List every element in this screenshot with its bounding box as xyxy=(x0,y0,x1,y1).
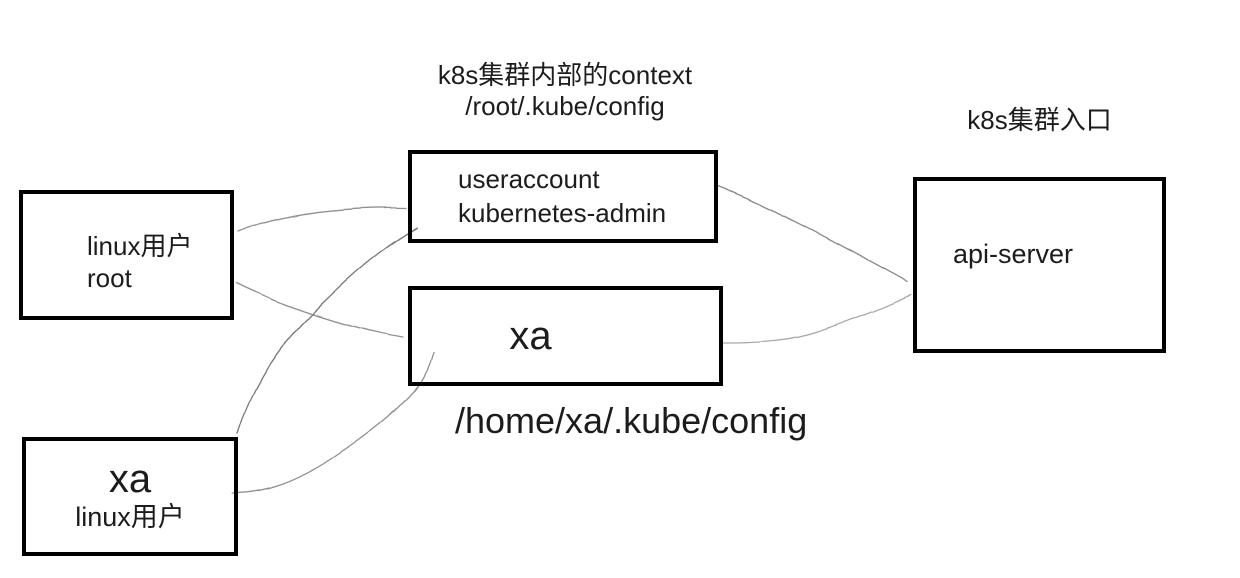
xa-config-path-label: /home/xa/.kube/config xyxy=(455,400,808,441)
entry-title: k8s集群入口 xyxy=(967,105,1112,135)
context-title: k8s集群内部的context /root/.kube/config xyxy=(390,60,740,121)
connector-xauser-useraccount xyxy=(237,227,418,434)
xa-user-label: linux用户 xyxy=(75,502,185,533)
box-linux-root-user: linux用户 root xyxy=(19,190,234,320)
box-xa-linux-user: xa linux用户 xyxy=(22,437,238,556)
connector-useraccount-apiserver xyxy=(715,185,908,283)
context-xa-label: xa xyxy=(509,314,552,358)
api-server-label: api-server xyxy=(953,239,1074,270)
context-title-line2: /root/.kube/config xyxy=(465,90,665,121)
useraccount-label: useraccount xyxy=(458,163,600,194)
linux-root-name: root xyxy=(87,263,132,293)
xa-user-name: xa xyxy=(108,457,152,502)
box-useraccount: useraccount kubernetes-admin xyxy=(408,150,718,243)
connector-linuxroot-contextxa xyxy=(236,282,404,338)
connector-xauser-contextxa xyxy=(230,351,434,495)
context-title-line1: k8s集群内部的context xyxy=(437,60,693,90)
linux-root-label: linux用户 xyxy=(87,230,193,261)
connector-linuxroot-useraccount xyxy=(236,207,407,233)
box-context-xa: xa xyxy=(408,286,723,386)
connector-contextxa-apiserver xyxy=(722,294,912,344)
useraccount-name: kubernetes-admin xyxy=(458,197,667,228)
box-api-server: api-server xyxy=(913,177,1166,353)
